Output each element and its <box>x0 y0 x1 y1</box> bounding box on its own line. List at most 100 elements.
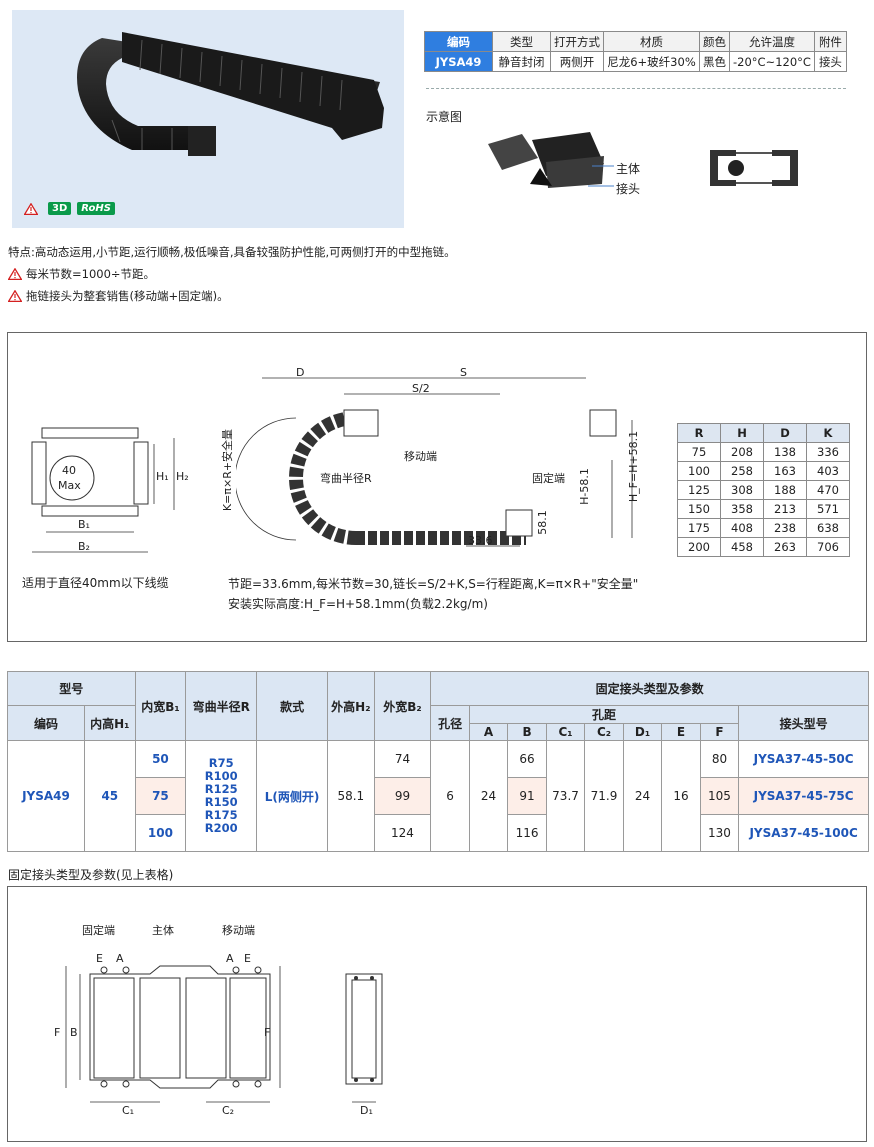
warning-icon <box>8 290 22 302</box>
label-e: E <box>96 952 103 965</box>
label-moving-end: 移动端 <box>404 450 437 463</box>
joint-drawing <box>65 965 383 1103</box>
cell-e: 16 <box>661 740 701 852</box>
rohs-badge: RoHS <box>77 202 115 215</box>
warning-note-1: 每米节数=1000÷节距。 <box>8 263 155 285</box>
spec-header: 类型 <box>492 31 551 52</box>
rtab-cell: 208 <box>720 442 764 462</box>
radius-value: R175 <box>204 808 238 822</box>
cell-b: 66 <box>507 740 547 778</box>
cell-joint: JYSA37-45-100C <box>738 814 869 852</box>
spec-cell: 黑色 <box>699 51 730 72</box>
label-58-1: 58.1 <box>535 510 549 535</box>
cell-f: 105 <box>699 777 740 815</box>
cell-inner-width: 50 <box>134 740 187 778</box>
warning-icon <box>24 202 38 215</box>
spec-cell: -20°C~120°C <box>729 51 815 72</box>
cell-outer-width: 74 <box>373 740 432 778</box>
th-model: 型号 <box>7 671 136 706</box>
label-moving-end: 移动端 <box>222 924 255 937</box>
rtab-cell: 213 <box>763 499 807 519</box>
rtab-cell: 125 <box>677 480 721 500</box>
parameter-table: 型号 内宽B₁ 弯曲半径R 款式 外高H₂ 外宽B₂ 固定接头类型及参数 编码 … <box>7 671 869 852</box>
cell-f: 80 <box>699 740 740 778</box>
rtab-header: H <box>720 423 764 443</box>
rtab-cell: 308 <box>720 480 764 500</box>
drag-chain-photo <box>77 32 384 156</box>
cell-radius: R75 R100 R125 R150 R175 R200 <box>185 740 258 852</box>
label-fixed-end: 固定端 <box>532 472 565 485</box>
label-h-minus: H-58.1 <box>577 468 591 505</box>
cell-f: 130 <box>699 814 740 852</box>
cell-style: L(两侧开) <box>256 740 329 852</box>
joint-drawing-panel <box>7 886 867 1142</box>
rtab-cell: 358 <box>720 499 764 519</box>
cell-code: JYSA49 <box>7 740 85 852</box>
th-outer-height: 外高H₂ <box>327 671 375 741</box>
spec-header: 材质 <box>603 31 700 52</box>
label-body: 主体 <box>152 924 174 937</box>
3d-badge: 3D <box>48 202 72 215</box>
th-a: A <box>468 723 509 741</box>
label-body: 主体 <box>616 162 641 176</box>
label-a: A <box>226 952 234 965</box>
label-s-half: S/2 <box>412 382 430 395</box>
rtab-cell: 138 <box>763 442 807 462</box>
cell-outer-height: 58.1 <box>327 740 375 852</box>
spec-header: 颜色 <box>699 31 730 52</box>
rtab-header: K <box>806 423 850 443</box>
label-c2: C₂ <box>222 1104 235 1117</box>
cable-max-label: Max <box>58 479 81 492</box>
label-b2: B₂ <box>78 540 90 553</box>
th-e: E <box>661 723 701 741</box>
rtab-cell: 408 <box>720 518 764 538</box>
label-hf: H_F=H+58.1 <box>627 430 641 503</box>
radius-value: R75 <box>208 756 234 770</box>
label-d1: D₁ <box>360 1104 373 1117</box>
warning-icon <box>8 268 22 280</box>
label-joint: 接头 <box>616 182 641 196</box>
rtab-cell: 470 <box>806 480 850 500</box>
th-f: F <box>699 723 740 741</box>
formula-line-1: 节距=33.6mm,每米节数=30,链长=S/2+K,S=行程距离,K=π×R+… <box>228 577 639 591</box>
cell-inner-width: 75 <box>134 777 187 815</box>
cell-outer-width: 124 <box>373 814 432 852</box>
th-d1: D₁ <box>622 723 663 741</box>
rtab-cell: 75 <box>677 442 721 462</box>
radius-value: R100 <box>204 769 238 783</box>
schematic-section <box>710 150 798 186</box>
cell-outer-width: 99 <box>373 777 432 815</box>
cell-b: 116 <box>507 814 547 852</box>
spec-cell: 尼龙6+玻纤30% <box>603 51 700 72</box>
spec-cell: 两侧开 <box>550 51 604 72</box>
th-b: B <box>507 723 547 741</box>
rtab-cell: 706 <box>806 537 850 557</box>
warning-note-2: 拖链接头为整套销售(移动端+固定端)。 <box>8 285 229 307</box>
rtab-cell: 238 <box>763 518 807 538</box>
radius-value: R125 <box>204 782 238 796</box>
label-f: F <box>54 1026 61 1039</box>
rtab-header: R <box>677 423 721 443</box>
label-h1: H₁ <box>156 470 169 483</box>
cell-joint: JYSA37-45-75C <box>738 777 869 815</box>
cell-hole: 6 <box>430 740 470 852</box>
rtab-cell: 336 <box>806 442 850 462</box>
cell-b: 91 <box>507 777 547 815</box>
label-fixed-end: 固定端 <box>82 924 115 937</box>
rtab-cell: 163 <box>763 461 807 481</box>
schematic-exploded <box>488 132 614 188</box>
th-hole-dist: 孔距 <box>468 705 740 724</box>
cell-c1: 73.7 <box>545 740 586 852</box>
badge-row: 3D RoHS <box>24 202 115 215</box>
th-hole-dia: 孔径 <box>430 705 470 741</box>
th-c1: C₁ <box>545 723 586 741</box>
spec-cell: JYSA49 <box>424 51 493 72</box>
label-33-6: 33.6 <box>468 534 493 547</box>
rtab-header: D <box>763 423 807 443</box>
label-f: F <box>264 1026 271 1039</box>
label-e: E <box>244 952 251 965</box>
cell-c2: 71.9 <box>584 740 624 852</box>
diagram-title: 示意图 <box>426 110 463 124</box>
th-code: 编码 <box>7 705 85 741</box>
